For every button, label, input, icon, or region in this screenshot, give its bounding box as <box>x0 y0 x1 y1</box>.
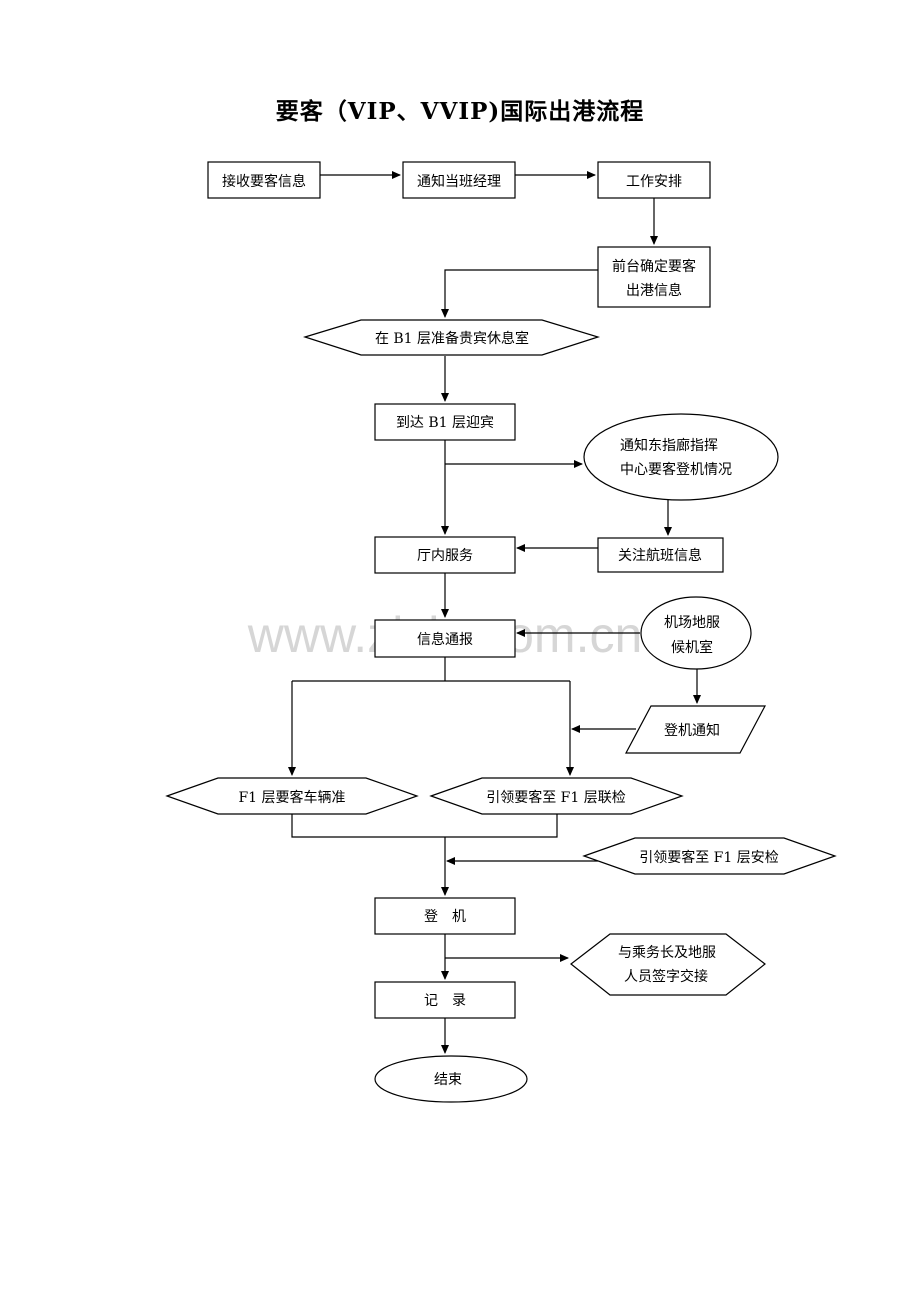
node-notify-east-line2: 中心要客登机情况 <box>620 461 732 478</box>
node-airport-ground-line1: 机场地服 <box>664 615 720 631</box>
node-confirm-departure-line1: 前台确定要客 <box>612 258 696 275</box>
node-handover-line1: 与乘务长及地服 <box>618 945 716 961</box>
node-watch-flight: 关注航班信息 <box>597 537 724 573</box>
node-record-label: 记 录 <box>424 993 466 1009</box>
node-hall-service-label: 厅内服务 <box>417 548 473 564</box>
node-lead-f1-security-label: 引领要客至 F1 层安检 <box>639 849 779 866</box>
node-notify-manager: 通知当班经理 <box>402 161 516 199</box>
node-boarding: 登 机 <box>374 897 516 935</box>
node-lead-f1-joint-label: 引领要客至 F1 层联检 <box>486 789 626 806</box>
node-end-label: 结束 <box>434 1072 462 1088</box>
node-receive-info-label: 接收要客信息 <box>222 173 306 190</box>
line-merge <box>291 814 558 838</box>
node-prepare-lounge-label: 在 B1 层准备贵宾休息室 <box>375 330 529 347</box>
node-notify-manager-label: 通知当班经理 <box>417 173 501 190</box>
node-f1-vehicle-label: F1 层要客车辆准 <box>238 789 345 806</box>
node-handover: 与乘务长及地服 人员签字交接 <box>570 933 766 996</box>
connectors <box>288 171 701 1054</box>
node-lead-f1-security: 引领要客至 F1 层安检 <box>582 837 837 875</box>
node-notify-east-line1: 通知东指廊指挥 <box>620 437 718 454</box>
node-lead-f1-joint: 引领要客至 F1 层联检 <box>429 777 684 815</box>
page-title: 要客（VIP、VVIP)国际出港流程 <box>275 98 645 125</box>
node-boarding-label: 登 机 <box>424 909 466 925</box>
node-arrive-b1-label: 到达 B1 层迎宾 <box>396 415 494 431</box>
node-airport-ground: 机场地服 候机室 <box>640 596 752 670</box>
node-boarding-notice-label: 登机通知 <box>664 722 720 739</box>
node-watch-flight-label: 关注航班信息 <box>618 547 702 564</box>
node-end: 结束 <box>374 1055 528 1103</box>
node-notify-east: 通知东指廊指挥 中心要客登机情况 <box>583 413 779 501</box>
node-record: 记 录 <box>374 981 516 1019</box>
node-arrive-b1: 到达 B1 层迎宾 <box>374 403 516 441</box>
node-hall-service: 厅内服务 <box>374 536 516 574</box>
node-prepare-lounge: 在 B1 层准备贵宾休息室 <box>302 319 601 356</box>
arrow-confirm-to-lounge <box>441 269 598 318</box>
node-info-report-label: 信息通报 <box>417 631 473 648</box>
node-airport-ground-line2: 候机室 <box>671 639 713 656</box>
node-handover-line2: 人员签字交接 <box>624 968 708 985</box>
node-confirm-departure: 前台确定要客 出港信息 <box>597 246 711 308</box>
node-receive-info: 接收要客信息 <box>207 161 321 199</box>
node-boarding-notice: 登机通知 <box>625 705 766 754</box>
node-info-report: 信息通报 <box>374 619 516 658</box>
node-work-arrange: 工作安排 <box>597 161 711 199</box>
node-f1-vehicle: F1 层要客车辆准 <box>165 777 419 815</box>
node-work-arrange-label: 工作安排 <box>626 174 682 190</box>
node-confirm-departure-line2: 出港信息 <box>626 282 682 299</box>
